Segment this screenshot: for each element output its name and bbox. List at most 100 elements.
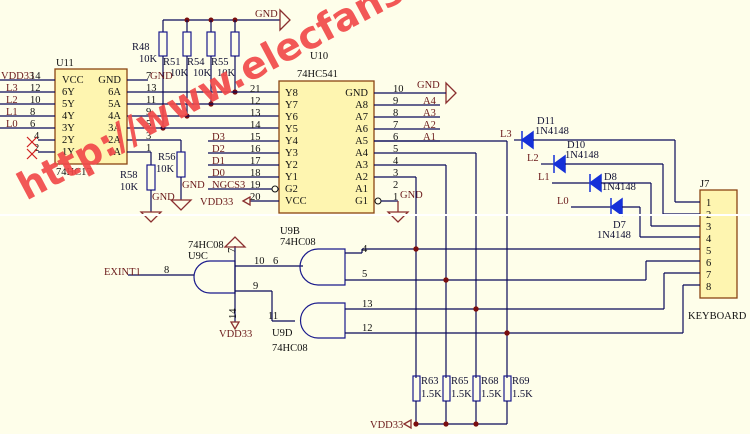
u11-u10-bus: [127, 79, 293, 165]
svg-text:VDD33: VDD33: [219, 329, 252, 340]
u11-pin-name: 2Y: [62, 135, 75, 146]
u10-pin-number: 1: [393, 192, 398, 203]
u10-gnd-label: GND: [417, 80, 440, 91]
u11-pin-name: 6Y: [62, 87, 75, 98]
svg-text:KEYBOARD: KEYBOARD: [688, 311, 747, 322]
u11-pin-number: 5: [146, 119, 151, 130]
u11-pin-name: 5A: [108, 99, 121, 110]
resistor-ref: R68: [481, 376, 499, 387]
u11-pin-number: 3: [146, 131, 151, 142]
gnd-label-top: GND: [255, 9, 278, 20]
u11-pin-name: GND: [98, 75, 121, 86]
svg-text:10K: 10K: [217, 68, 236, 79]
u10-pin-name: GND: [345, 88, 368, 99]
u11-pin-number: 1: [146, 143, 151, 154]
u10-pin-name: A7: [355, 112, 368, 123]
resistor-r68: R68 1.5K: [472, 375, 502, 424]
j7-pin-number: 3: [706, 222, 711, 233]
resistor-r51: R51 10K: [163, 20, 192, 116]
diode-part: 1N4148: [565, 150, 599, 161]
u11-net-label: L2: [6, 95, 18, 106]
u10-pin-name: A4: [355, 148, 369, 159]
svg-text:R55: R55: [211, 57, 229, 68]
gnd-symbol-u10: [445, 81, 457, 105]
svg-text:10K: 10K: [120, 182, 139, 193]
u10-pin-number: 15: [250, 132, 261, 143]
gate-u9d: 11 13 12 U9D 74HC08: [268, 272, 700, 354]
u11-pin-number: 7: [146, 71, 151, 82]
u10-net-label: D0: [212, 168, 225, 179]
resistor-value: 1.5K: [481, 389, 502, 400]
svg-text:12: 12: [362, 323, 373, 334]
svg-text:U10: U10: [310, 51, 328, 62]
j7-pin-number: 1: [706, 198, 711, 209]
u10-pin-name: A2: [355, 172, 368, 183]
svg-text:J7: J7: [700, 179, 709, 190]
gate-u9b: 6 4 5 U9B 74HC08: [273, 226, 700, 286]
u11-pin-name: 1Y: [62, 147, 75, 158]
u11-pin-number: 2: [34, 143, 39, 154]
resistor-value: 1.5K: [421, 389, 442, 400]
diode-net-label: L1: [538, 172, 550, 183]
diode-ref: D8: [604, 172, 617, 183]
u10-net-label: A4: [423, 96, 437, 107]
no-connect-marks: [26, 136, 38, 160]
u10-pin-number: 4: [393, 156, 399, 167]
gate-u9c: EXINT1 8 10 9 74HC08 U9C 7 14 VDD33: [104, 236, 303, 340]
resistor-r65: R65 1.5K: [442, 375, 472, 424]
g1-gnd: [381, 200, 410, 223]
u10-pin-name: G2: [285, 184, 298, 195]
j7-pin-number: 7: [706, 270, 711, 281]
svg-text:U9D: U9D: [272, 328, 293, 339]
diode-net-label: L3: [500, 129, 512, 140]
svg-text:5: 5: [362, 269, 367, 280]
resistor-r58: R58 10K GND: [120, 164, 175, 223]
resistor-ref: R65: [451, 376, 469, 387]
svg-text:U9B: U9B: [280, 226, 300, 237]
u11-pin-number: 14: [30, 71, 41, 82]
u10-pin-name: Y1: [285, 172, 298, 183]
u11-pin-name: VCC: [62, 75, 84, 86]
resistor-ref: R69: [512, 376, 530, 387]
svg-text:EXINT1: EXINT1: [104, 267, 141, 278]
svg-text:6: 6: [273, 256, 278, 267]
svg-text:R48: R48: [132, 42, 150, 53]
u10-pin-name: A3: [355, 160, 368, 171]
svg-text:VDD33: VDD33: [370, 420, 403, 431]
u11-gnd-label: GND: [150, 71, 173, 82]
u10-g1-gnd-label: GND: [400, 190, 423, 201]
u11-pin-number: 13: [146, 83, 157, 94]
svg-text:10K: 10K: [139, 54, 158, 65]
svg-text:11: 11: [268, 311, 278, 322]
u11-pin-number: 4: [34, 131, 40, 142]
u10-pin-name: A8: [355, 100, 368, 111]
u10-net-label: A3: [423, 108, 436, 119]
svg-text:GND: GND: [152, 192, 175, 203]
u11-pin-number: 12: [30, 83, 41, 94]
u10-net-label: NGCS3: [212, 180, 245, 191]
u10-pin-name: Y3: [285, 148, 298, 159]
u10-pin-number: 10: [393, 84, 404, 95]
u10-pin-number: 2: [393, 180, 398, 191]
u11-net-label: L1: [6, 107, 18, 118]
resistor-value: 1.5K: [451, 389, 472, 400]
u10-pin-number: 3: [393, 168, 398, 179]
u11-pin-number: 6: [30, 119, 35, 130]
svg-text:R56: R56: [158, 152, 176, 163]
u11-pin-number: 10: [30, 95, 41, 106]
resistor-r54: R54 10K: [187, 20, 216, 104]
pullup-rail: GND: [163, 8, 291, 32]
resistor-r55: R55 10K: [211, 20, 240, 92]
diode-part: 1N4148: [602, 182, 636, 193]
u10-net-label: D3: [212, 132, 225, 143]
chip-u10: U10 74HC541: [278, 51, 375, 214]
svg-text:74HC541: 74HC541: [297, 69, 338, 80]
u10-pin-number: 19: [250, 180, 261, 191]
diode-net-label: L0: [557, 196, 569, 207]
